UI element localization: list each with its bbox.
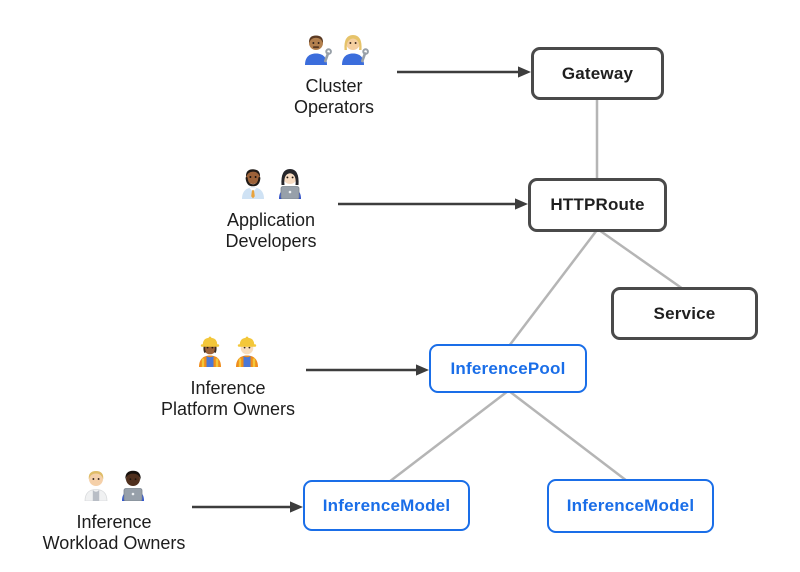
arrowhead-icon bbox=[518, 66, 531, 78]
edge-httproute-inferencepool bbox=[508, 229, 598, 347]
persona-label-line: Application bbox=[226, 210, 316, 230]
persona-inference-platform-owners: Inference Platform Owners bbox=[143, 333, 313, 420]
persona-label-line: Developers bbox=[225, 231, 317, 251]
man-technologist-icon bbox=[121, 470, 144, 501]
man-mechanic-icon bbox=[304, 35, 332, 65]
node-inferencemodel-left: InferenceModel bbox=[303, 480, 470, 531]
node-label: Gateway bbox=[561, 63, 634, 83]
persona-label: Inference Platform Owners bbox=[161, 378, 295, 420]
arrow-inference-platform-owners-inferencepool bbox=[306, 364, 429, 376]
man-construction-worker-icon bbox=[235, 336, 258, 367]
persona-label: Application Developers bbox=[225, 210, 316, 252]
woman-mechanic-icon bbox=[341, 35, 369, 65]
node-label: HTTPRoute bbox=[550, 195, 645, 214]
arrowhead-icon bbox=[515, 198, 528, 210]
node-label: InferenceModel bbox=[322, 495, 451, 515]
arrow-cluster-operators-gateway bbox=[397, 66, 531, 78]
node-gateway: Gateway bbox=[531, 47, 664, 100]
persona-label-line: Operators bbox=[293, 97, 375, 117]
arrowhead-icon bbox=[416, 364, 429, 376]
persona-emoji-row bbox=[300, 31, 369, 65]
persona-inference-workload-owners: Inference Workload Owners bbox=[29, 467, 199, 554]
persona-application-developers: Application Developers bbox=[186, 165, 356, 252]
node-label: InferenceModel bbox=[566, 496, 695, 515]
persona-label-line: Cluster bbox=[305, 76, 363, 96]
arrow-inference-workload-owners-inferencemodel bbox=[192, 501, 303, 513]
persona-cluster-operators: Cluster Operators bbox=[249, 31, 419, 118]
persona-emoji-row bbox=[237, 165, 306, 199]
persona-label: Inference Workload Owners bbox=[43, 512, 186, 554]
edge-inferencepool-inferencemodel-left bbox=[388, 390, 509, 483]
edge-inferencepool-inferencemodel-right bbox=[508, 390, 628, 482]
persona-label-line: Workload Owners bbox=[42, 533, 186, 553]
persona-label-line: Inference bbox=[190, 378, 266, 398]
woman-technologist-icon bbox=[278, 169, 301, 199]
persona-emoji-row bbox=[80, 467, 149, 501]
node-service: Service bbox=[611, 287, 758, 340]
persona-label-line: Inference bbox=[76, 512, 152, 532]
arrowhead-icon bbox=[290, 501, 303, 513]
arrow-application-developers-httproute bbox=[338, 198, 528, 210]
node-label: Service bbox=[653, 303, 716, 323]
woman-construction-worker-icon bbox=[198, 336, 221, 367]
persona-label: Cluster Operators bbox=[294, 76, 374, 118]
edge-httproute-service bbox=[598, 228, 684, 291]
node-httproute: HTTPRoute bbox=[528, 178, 667, 232]
persona-label-line: Platform Owners bbox=[160, 399, 296, 419]
node-inferencepool: InferencePool bbox=[429, 344, 587, 393]
node-inferencemodel-right: InferenceModel bbox=[547, 479, 714, 533]
man-office-worker-icon bbox=[241, 169, 264, 199]
persona-emoji-row bbox=[194, 333, 263, 367]
node-label: InferencePool bbox=[450, 358, 566, 378]
person-health-worker-icon bbox=[84, 471, 107, 501]
